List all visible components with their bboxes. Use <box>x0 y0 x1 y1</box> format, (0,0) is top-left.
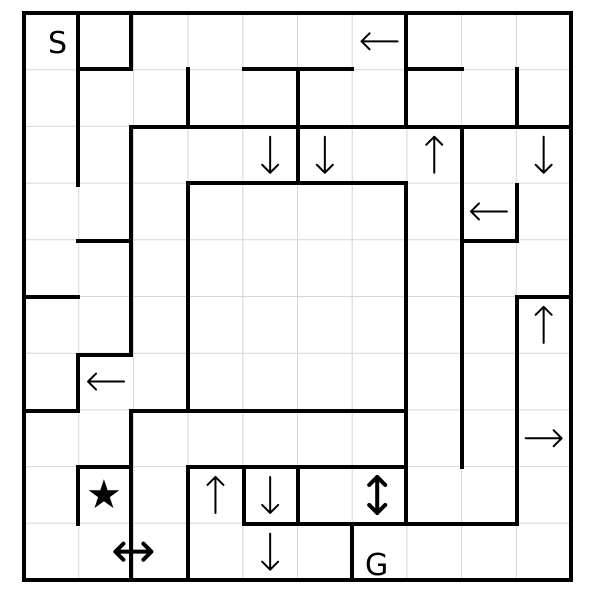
double-arrow-vertical-icon <box>367 474 388 515</box>
star-icon: ★ <box>86 472 122 518</box>
arrow-down-icon <box>534 135 553 174</box>
arrow-right-icon <box>524 429 563 448</box>
arrow-left-icon <box>87 372 126 391</box>
arrow-down-icon <box>315 135 334 174</box>
arrow-left-icon <box>360 32 399 51</box>
start-label: S <box>48 26 67 61</box>
maze-border <box>22 11 573 582</box>
arrow-left-icon <box>469 202 508 221</box>
arrow-down-icon <box>261 475 280 514</box>
arrow-up-icon <box>206 475 225 514</box>
double-arrow-horizontal-icon <box>113 541 154 562</box>
goal-label: G <box>365 548 388 583</box>
arrow-up-icon <box>534 305 553 344</box>
arrow-up-icon <box>425 135 444 174</box>
arrow-down-icon <box>261 135 280 174</box>
arrow-down-icon <box>261 532 280 571</box>
arrow-markers <box>87 32 563 571</box>
